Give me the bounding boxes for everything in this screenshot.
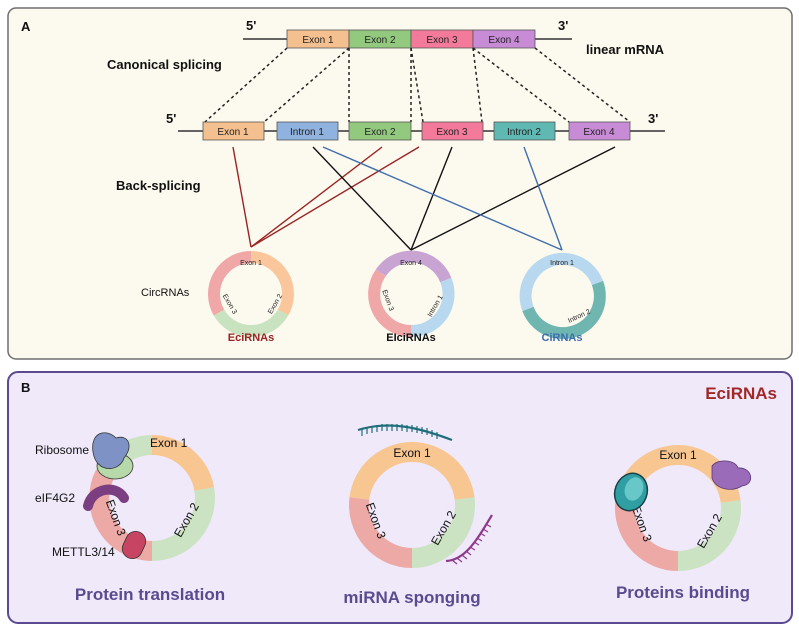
pre-exon-3-box [421, 121, 484, 141]
panel-a-label: A [21, 19, 31, 34]
pre-exon-4-label: Exon 4 [583, 127, 615, 138]
mirna-strand-top [357, 424, 453, 442]
mrna-exon-2-label: Exon 2 [364, 35, 396, 46]
pre-exon-2-box [348, 121, 412, 141]
pre-intron-2-label: Intron 2 [507, 127, 541, 138]
cirna-seg-intron-1: Intron 1 [550, 260, 574, 267]
back-splicing-label: Back-splicing [116, 178, 201, 193]
translation-exon-1: Exon 1 [150, 436, 188, 450]
circrnas-label: CircRNAs [141, 287, 190, 299]
ecirna-name: EciRNAs [228, 332, 274, 344]
mrna-three-prime: 3' [558, 18, 568, 33]
pre-exon-1-label: Exon 1 [217, 127, 249, 138]
mrna-five-prime: 5' [246, 18, 256, 33]
mirna-strand-right [445, 514, 493, 565]
mrna-exon-1-label: Exon 1 [302, 35, 334, 46]
mettl3-14-icon [121, 530, 147, 560]
pre-intron-1-box [276, 121, 339, 141]
back-splicing-lines [232, 146, 616, 251]
mettl3-14-label: METTL3/14 [52, 545, 115, 559]
pre-exon-4-box [568, 121, 631, 141]
pre-exon-3-label: Exon 3 [436, 127, 468, 138]
cirna-circle [519, 252, 606, 340]
panel-b-title: EciRNAs [705, 384, 777, 403]
ribosome-icon [92, 432, 134, 480]
sponging-ring [349, 442, 475, 568]
function-protein-translation: Protein translation [75, 585, 225, 604]
function-mirna-sponging: miRNA sponging [343, 588, 480, 607]
panel-b-label: B [21, 380, 30, 395]
eicirna-seg-exon-4: Exon 4 [400, 260, 422, 267]
eicirna-name: EIciRNAs [386, 332, 436, 344]
cirna-name: CiRNAs [542, 332, 583, 344]
pre-intron-2-box [493, 121, 556, 141]
linear-mrna-label: linear mRNA [586, 42, 665, 57]
mrna-exon-4-box [472, 29, 536, 49]
eicirna-circle [368, 250, 455, 338]
teal-protein-icon [613, 472, 649, 512]
pre-intron-1-label: Intron 1 [290, 127, 324, 138]
mrna-exon-4-label: Exon 4 [488, 35, 520, 46]
pre-exon-2-label: Exon 2 [364, 127, 396, 138]
ribosome-label: Ribosome [35, 443, 89, 457]
canonical-splicing-label: Canonical splicing [107, 57, 222, 72]
sponging-exon-1: Exon 1 [393, 446, 431, 460]
eif4g2-label: eIF4G2 [35, 491, 75, 505]
splicing-connectors [204, 47, 631, 123]
binding-exon-1: Exon 1 [659, 448, 697, 462]
pre-exon-1-box [202, 121, 265, 141]
pre-mrna-three-prime: 3' [648, 111, 658, 126]
panel-b-frame [7, 371, 793, 624]
mrna-exon-3-label: Exon 3 [426, 35, 458, 46]
ecirna-seg-exon-1: Exon 1 [240, 260, 262, 267]
function-proteins-binding: Proteins binding [616, 583, 750, 602]
pre-mrna-five-prime: 5' [166, 111, 176, 126]
purple-protein-icon [711, 460, 751, 490]
eif4g2-icon [83, 484, 129, 511]
ecirna-circle [208, 251, 294, 337]
